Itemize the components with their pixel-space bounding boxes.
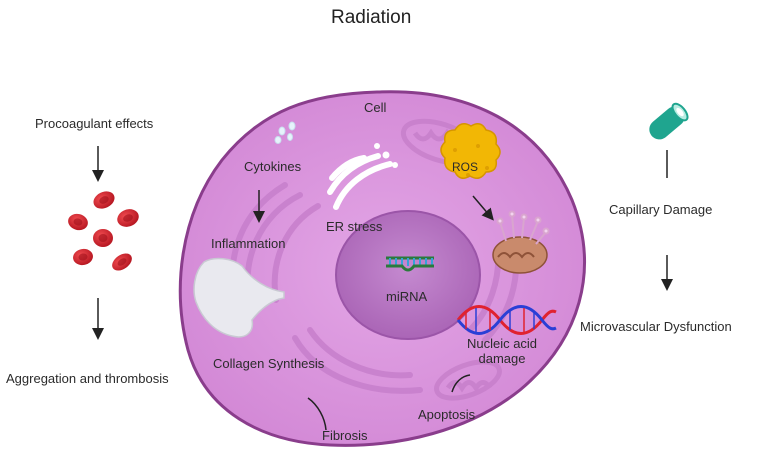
- dna-icon: [456, 305, 557, 335]
- label-fibrosis: Fibrosis: [322, 428, 368, 443]
- label-inflammation: Inflammation: [211, 236, 286, 251]
- diagram-title: Radiation: [331, 7, 412, 28]
- label-collagen-synthesis: Collagen Synthesis: [213, 356, 325, 371]
- red-blood-cells-icon: [68, 191, 139, 271]
- label-ros: ROS: [452, 160, 479, 174]
- damaged-mitochondrion-icon: [492, 210, 550, 274]
- label-cytokines: Cytokines: [244, 159, 302, 174]
- nucleus: [335, 210, 481, 340]
- label-aggregation-thrombosis: Aggregation and thrombosis: [6, 371, 169, 386]
- label-nucleic-acid-damage: Nucleic acid damage: [466, 336, 538, 366]
- cytokine-vesicles-icon: [274, 121, 296, 144]
- label-apoptosis: Apoptosis: [418, 407, 476, 422]
- label-cell: Cell: [364, 100, 387, 115]
- label-capillary-damage: Capillary Damage: [609, 202, 713, 217]
- label-er-stress: ER stress: [326, 219, 383, 234]
- ros-arrow: [472, 195, 494, 221]
- mirna-icon: [386, 256, 434, 272]
- label-mirna: miRNA: [386, 289, 428, 304]
- capillary-icon: [649, 102, 689, 140]
- ros-icon: [440, 123, 501, 179]
- fibrosis-connector: [307, 397, 327, 431]
- apoptosis-connector: [451, 374, 471, 393]
- golgi-icon: [327, 143, 398, 210]
- collagen-icon: [193, 257, 285, 338]
- label-procoagulant-effects: Procoagulant effects: [35, 116, 154, 131]
- label-microvascular-dysfunction: Microvascular Dysfunction: [580, 319, 732, 334]
